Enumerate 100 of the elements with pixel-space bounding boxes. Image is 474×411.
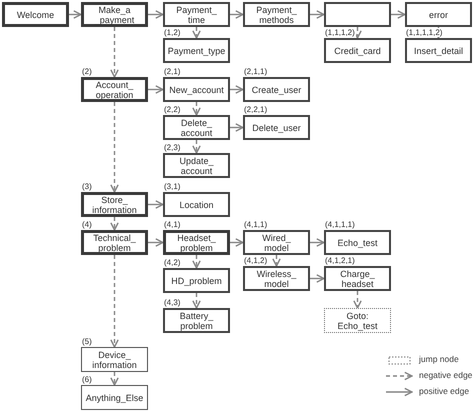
dialog-node-box: [163, 38, 230, 63]
negative-edge-arrow: [192, 27, 201, 39]
dialog-node-box: [81, 385, 148, 410]
positive-edge-arrow: [148, 238, 164, 247]
legend-label: positive edge: [419, 386, 470, 396]
node-number: (4,1): [164, 220, 182, 229]
node-label: Echo_test: [337, 238, 378, 248]
legend-label: negative edge: [419, 370, 472, 380]
node-label: Wired_ model: [261, 232, 292, 252]
node-label: Account_ operation: [94, 80, 134, 100]
node-label: error: [428, 10, 448, 20]
positive-edge-arrow: [230, 85, 244, 94]
node-number: (4,1,2,1): [325, 256, 356, 265]
node-number: (2,1): [164, 67, 182, 76]
node-number: (2): [82, 67, 93, 76]
negative-edge-arrow: [192, 293, 201, 309]
node-label: Welcome: [16, 10, 54, 20]
node-number: (4,3): [164, 298, 182, 307]
dialog-node-box: [163, 153, 230, 178]
node-label: Headset_ problem: [176, 232, 217, 252]
jump-node-box: [324, 308, 391, 333]
node-label: Delete_user: [252, 122, 301, 132]
node-label: Battery_ problem: [178, 310, 214, 330]
dialog-node-box: [163, 115, 230, 140]
node-label: Anything_Else: [86, 392, 144, 402]
node-label: Create_user: [252, 84, 302, 94]
node-number: (4,1,1,1): [325, 220, 356, 229]
dialog-node-box: [2, 2, 69, 27]
node-number: (2,2,1): [244, 105, 268, 114]
positive-edge-arrow: [310, 274, 325, 283]
node-label: Insert_detail: [414, 46, 464, 56]
node-number: (1,1,1,2): [325, 28, 356, 37]
node-label: Payment_type: [168, 46, 226, 56]
negative-edge-arrow: [272, 255, 281, 267]
negative-edge-arrow: [110, 27, 119, 78]
node-number: (4,1,2): [244, 256, 268, 265]
dialog-node-box: [243, 77, 310, 102]
negative-edge-arrow: [192, 140, 201, 154]
node-number: (5): [82, 337, 93, 346]
positive-edge-arrow: [148, 10, 164, 19]
node-label: Update_ account: [178, 156, 215, 176]
node-label: Delete_ account: [180, 118, 214, 138]
dialog-node-box: [243, 115, 310, 140]
positive-edge-arrow: [391, 10, 406, 19]
node-label: Location: [179, 200, 214, 210]
negative-edge-arrow: [110, 102, 119, 193]
dialog-node-box: [163, 2, 230, 27]
dialog-node-box: [163, 268, 230, 293]
node-number: (2,1,1): [244, 67, 268, 76]
negative-edge-arrow: [110, 372, 119, 386]
node-number: (2,2): [164, 105, 182, 114]
dialog-node-box: [81, 77, 148, 102]
node-label: Payment_ time: [175, 4, 218, 24]
node-number: (4): [82, 220, 93, 229]
positive-edge-arrow: [230, 123, 244, 132]
positive-edge-arrow: [148, 85, 164, 94]
node-number: (3,1): [164, 182, 182, 191]
node-label: Device_ information: [91, 350, 138, 370]
dialog-node-box: [324, 266, 391, 291]
negative-edge-arrow: [192, 255, 201, 269]
dialog-node-box: [243, 266, 310, 291]
positive-edge-arrow: [310, 238, 325, 247]
dialog-node-box: [163, 77, 230, 102]
node-label: HD_problem: [171, 276, 222, 286]
node-label: New_account: [169, 84, 224, 94]
dialog-node-box: [81, 192, 148, 217]
dialog-node-box: [81, 347, 148, 372]
dialog-node-box: [163, 192, 230, 217]
node-label: Make_a _payment: [94, 4, 136, 24]
node-label: Wireless_ model: [256, 268, 298, 288]
dialog-node-box: [324, 230, 391, 255]
node-label: Technical_ problem: [92, 232, 137, 252]
node-number: (2,3): [164, 143, 182, 152]
negative-edge-arrow: [192, 102, 201, 116]
positive-edge-arrow: [69, 10, 82, 19]
positive-edge-arrow: [310, 10, 325, 19]
node-number: (4,2): [164, 258, 182, 267]
negative-edge-arrow: [110, 217, 119, 231]
negative-edge-arrow: [110, 255, 119, 348]
positive-edge-arrow: [230, 10, 244, 19]
node-number: (1,1,1,1,2): [406, 28, 444, 37]
dialog-node-box: [243, 230, 310, 255]
dialog-node-box: [163, 308, 230, 333]
dialog-node-box: [81, 230, 148, 255]
empty-box: [324, 2, 391, 27]
positive-edge-arrow: [148, 200, 164, 209]
node-number: (6): [82, 375, 93, 384]
legend-label: jump node: [419, 354, 459, 364]
node-number: (1,2): [164, 28, 182, 37]
node-label: Store_ information: [91, 194, 138, 214]
dialog-node-box: [81, 2, 148, 27]
node-number: (3): [82, 182, 93, 191]
node-label: Charge_ headset: [339, 268, 376, 288]
node-number: (4,1,1): [244, 220, 268, 229]
node-label: Payment_ methods: [255, 4, 298, 24]
dialog-node-box: [243, 2, 310, 27]
dialog-node-box: [405, 2, 472, 27]
negative-edge-arrow: [353, 291, 362, 309]
node-label: Goto: Echo_test: [336, 310, 379, 330]
node-label: Credit_card: [334, 46, 381, 56]
